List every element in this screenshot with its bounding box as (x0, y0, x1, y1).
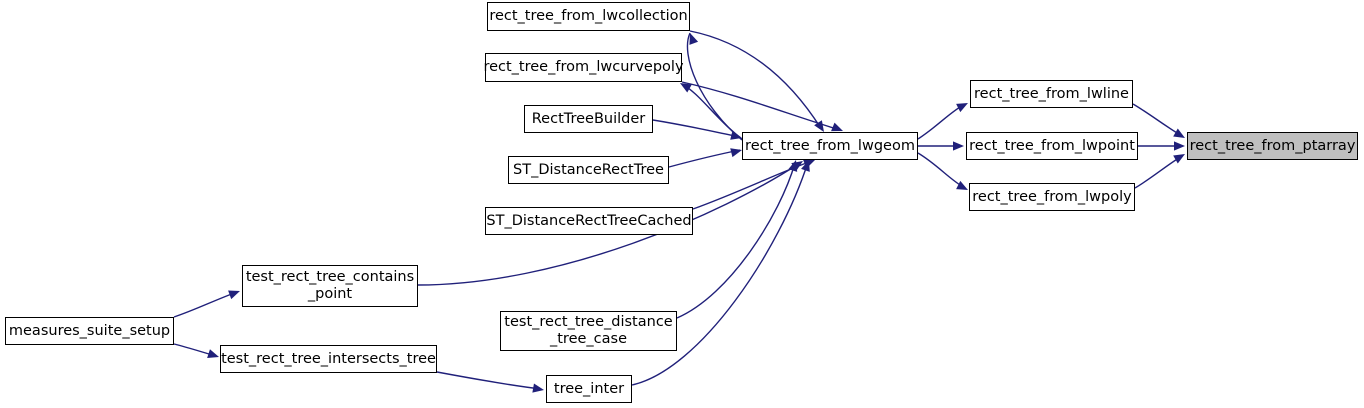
graph-node-label: ST_DistanceRectTreeCached (486, 212, 692, 229)
graph-node-test_rect_tree_distance_tree_case[interactable]: test_rect_tree_distance _tree_case (500, 311, 677, 351)
graph-node-label: RectTreeBuilder (531, 110, 646, 127)
graph-edge-arrowhead-icon (801, 160, 810, 172)
graph-node-label: test_rect_tree_contains _point (245, 269, 415, 302)
graph-edge-test_rect_tree_intersects_tree-to-tree_inter (436, 371, 544, 393)
graph-node-label: test_rect_tree_distance _tree_case (504, 314, 673, 347)
graph-edge-measures_suite_setup-to-test_rect_tree_intersects_tree (173, 343, 219, 358)
graph-edge-arrowhead-icon (1174, 141, 1185, 151)
graph-node-test_rect_tree_intersects_tree[interactable]: test_rect_tree_intersects_tree (220, 345, 437, 373)
graph-edge-arrowhead-icon (689, 33, 699, 45)
graph-edge-RectTreeBuilder-to-rect_tree_from_lwgeom (652, 119, 742, 140)
graph-node-rect_tree_from_lwline[interactable]: rect_tree_from_lwline (970, 80, 1133, 108)
graph-node-label: test_rect_tree_intersects_tree (221, 350, 436, 367)
graph-edge-rect_tree_from_lwpoint-to-rect_tree_from_ptarray (1138, 141, 1185, 151)
graph-node-rect_tree_from_lwgeom[interactable]: rect_tree_from_lwgeom (742, 132, 918, 160)
graph-edge-ST_DistanceRectTreeCached-to-rect_tree_from_lwgeom (692, 159, 815, 210)
graph-node-rect_tree_from_lwpoly[interactable]: rect_tree_from_lwpoly (969, 183, 1135, 211)
graph-node-measures_suite_setup[interactable]: measures_suite_setup (5, 317, 174, 345)
graph-edge-rect_tree_from_lwcollection-to-rect_tree_from_lwgeom (689, 30, 824, 132)
graph-edge-arrowhead-icon (532, 383, 544, 393)
graph-node-rect_tree_from_lwpoint[interactable]: rect_tree_from_lwpoint (966, 132, 1138, 160)
graph-node-label: measures_suite_setup (8, 322, 171, 339)
graph-node-label: rect_tree_from_lwpoly (972, 188, 1132, 205)
graph-node-label: tree_inter (553, 380, 625, 397)
graph-node-label: rect_tree_from_lwpoint (969, 137, 1135, 154)
graph-node-ST_DistanceRectTreeCached[interactable]: ST_DistanceRectTreeCached (485, 207, 693, 235)
graph-edge-arrowhead-icon (953, 141, 964, 151)
graph-node-label: rect_tree_from_ptarray (1189, 137, 1356, 154)
graph-edge-rect_tree_from_lwgeom-to-rect_tree_from_lwpoly (917, 152, 968, 190)
graph-edge-tree_inter-to-rect_tree_from_lwgeom (631, 160, 810, 386)
graph-edge-measures_suite_setup-to-test_rect_tree_contains_point (173, 290, 240, 318)
graph-node-label: rect_tree_from_lwline (974, 85, 1129, 102)
graph-node-test_rect_tree_contains_point[interactable]: test_rect_tree_contains _point (242, 265, 418, 307)
graph-edge-rect_tree_from_lwpoly-to-rect_tree_from_ptarray (1134, 154, 1185, 189)
graph-edge-rect_tree_from_lwline-to-rect_tree_from_ptarray (1132, 103, 1185, 138)
graph-edge-ST_DistanceRectTree-to-rect_tree_from_lwgeom (668, 148, 742, 168)
graph-edge-rect_tree_from_lwgeom-to-rect_tree_from_lwcurvepoly (680, 83, 743, 140)
graph-node-label: rect_tree_from_lwcurvepoly (483, 59, 684, 75)
graph-edge-rect_tree_from_lwgeom-to-rect_tree_from_lwpoint (918, 141, 964, 151)
graph-node-label: rect_tree_from_lwcollection (489, 8, 688, 24)
graph-edge-rect_tree_from_lwgeom-to-rect_tree_from_lwline (917, 103, 968, 140)
graph-node-rect_tree_from_lwcurvepoly[interactable]: rect_tree_from_lwcurvepoly (483, 53, 684, 82)
graph-node-ST_DistanceRectTree[interactable]: ST_DistanceRectTree (508, 156, 669, 184)
graph-edge-rect_tree_from_lwgeom-to-rect_tree_from_lwcollection (686, 32, 743, 141)
graph-node-tree_inter[interactable]: tree_inter (546, 375, 632, 403)
graph-edge-test_rect_tree_distance_tree_case-to-rect_tree_from_lwgeom (676, 160, 798, 319)
graph-node-label: ST_DistanceRectTree (513, 161, 664, 178)
graph-node-label: rect_tree_from_lwgeom (745, 137, 915, 154)
graph-node-RectTreeBuilder[interactable]: RectTreeBuilder (524, 105, 653, 133)
graph-edge-arrowhead-icon (228, 290, 240, 300)
graph-edge-arrowhead-icon (788, 160, 798, 172)
graph-edge-rect_tree_from_lwcurvepoly-to-rect_tree_from_lwgeom (681, 81, 843, 132)
graph-edge-arrowhead-icon (956, 103, 968, 113)
graph-node-rect_tree_from_ptarray[interactable]: rect_tree_from_ptarray (1187, 132, 1358, 160)
graph-node-rect_tree_from_lwcollection[interactable]: rect_tree_from_lwcollection (487, 2, 690, 31)
